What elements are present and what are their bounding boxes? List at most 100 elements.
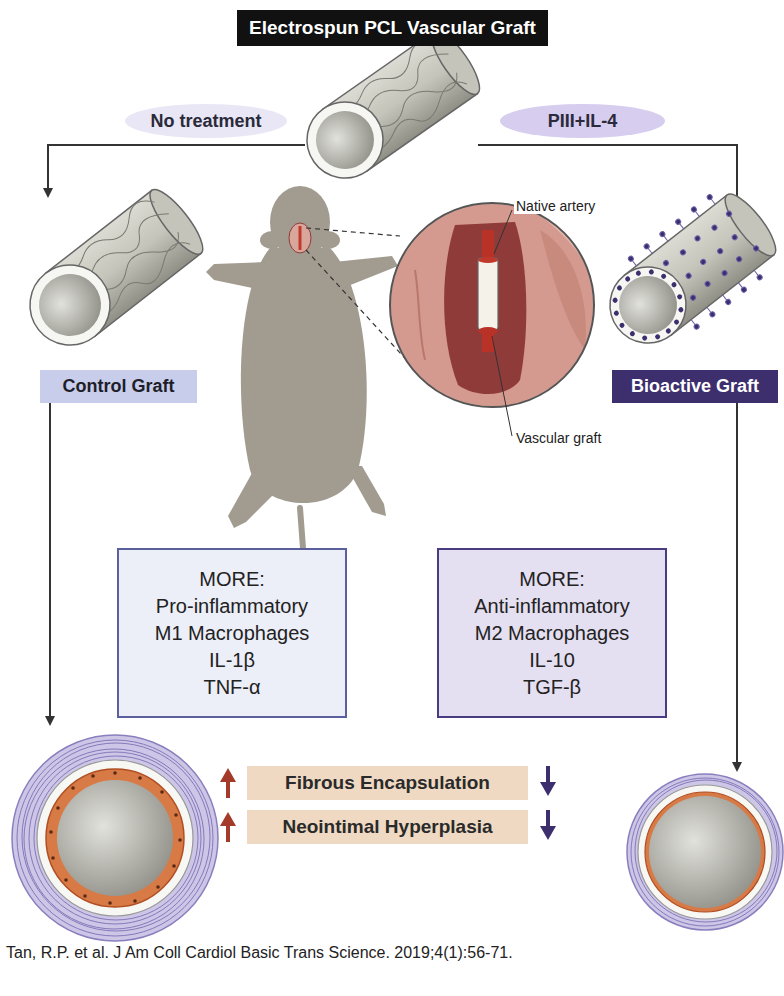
bioactive-graft-cylinder <box>677 306 684 313</box>
ellipse-fill <box>125 104 287 138</box>
mouse-figure <box>299 226 302 250</box>
box-heading: MORE: <box>199 566 265 593</box>
surgical-inset <box>478 258 498 330</box>
box-heading: MORE: <box>519 566 585 593</box>
callout-label: Vascular graft <box>514 430 603 446</box>
bioactive-graft-cylinder <box>721 270 728 277</box>
bioactive-graft-cylinder <box>676 293 683 300</box>
bioactive-graft-cylinder <box>679 249 686 256</box>
box-text: IL-1β <box>209 647 255 674</box>
surgical-inset <box>390 200 600 420</box>
leader-line <box>494 210 512 254</box>
bioactive-cross-section <box>627 774 783 930</box>
box-text: Control Graft <box>63 376 175 397</box>
effect-band: Fibrous Encapsulation <box>247 766 528 800</box>
leader-line <box>492 210 512 436</box>
outcome-box: MORE:Pro-inflammatoryM1 MacrophagesIL-1β… <box>117 548 347 718</box>
bioactive-cross-section <box>635 780 777 922</box>
bioactive-graft-cylinder <box>641 335 648 342</box>
mouse-figure <box>289 223 311 253</box>
bioactive-graft-cylinder <box>613 310 620 317</box>
bioactive-graft-cylinder <box>736 256 743 263</box>
control-cross-section <box>56 806 60 810</box>
bioactive-cross-section <box>631 778 779 926</box>
bioactive-cross-section <box>645 792 765 912</box>
graft-cylinder <box>292 25 487 193</box>
increase-arrow <box>220 768 236 782</box>
surgical-inset <box>415 270 425 360</box>
box-text: TNF-α <box>203 674 260 701</box>
flow-arrow <box>49 402 51 724</box>
decrease-arrow <box>540 826 556 840</box>
bioactive-graft-cylinder <box>659 231 666 238</box>
control-cross-section <box>57 780 173 896</box>
title-box: Electrospun PCL Vascular Graft <box>237 10 548 46</box>
box-text: IL-10 <box>529 647 575 674</box>
surgical-inset <box>390 200 600 420</box>
bioactive-graft-cylinder <box>627 255 634 262</box>
bioactive-graft-cylinder <box>756 274 763 281</box>
bioactive-cross-section <box>627 774 783 930</box>
bioactive-graft-cylinder <box>685 272 692 279</box>
control-cross-section <box>24 749 204 929</box>
control-graft-cylinder <box>26 261 113 348</box>
bioactive-graft-cylinder <box>694 235 701 242</box>
box-text: Fibrous Encapsulation <box>285 772 490 794</box>
mouse-figure <box>228 466 278 528</box>
surgical-inset <box>482 230 494 260</box>
bioactive-graft-cylinder <box>704 280 711 287</box>
increase-arrow <box>220 812 236 826</box>
callout-label: Native artery <box>514 198 597 214</box>
flow-arrow <box>48 145 305 196</box>
box-text: M2 Macrophages <box>475 620 630 647</box>
mouse-figure <box>206 262 266 290</box>
group-box: Bioactive Graft <box>612 370 778 403</box>
bioactive-graft-cylinder <box>588 179 784 368</box>
bioactive-cross-section <box>638 785 772 919</box>
leader-line <box>492 336 512 436</box>
bioactive-graft-cylinder <box>693 323 700 330</box>
control-cross-section <box>46 769 184 907</box>
graft-cylinder <box>305 100 386 181</box>
decrease-arrow <box>546 766 550 784</box>
bioactive-graft-cylinder <box>706 194 713 201</box>
decrease-arrow <box>540 782 556 796</box>
bioactive-graft-cylinder <box>624 275 631 282</box>
graft-cylinder <box>292 87 398 193</box>
bioactive-graft-cylinder <box>612 297 619 304</box>
box-text: M1 Macrophages <box>155 620 310 647</box>
bioactive-graft-cylinder <box>660 273 667 280</box>
box-text: Anti-inflammatory <box>474 593 630 620</box>
control-cross-section <box>83 894 87 898</box>
control-cross-section <box>29 752 201 924</box>
bioactive-graft-cylinder <box>598 255 698 355</box>
bioactive-graft-cylinder <box>616 284 623 291</box>
control-graft-cylinder <box>14 183 211 361</box>
control-cross-section <box>172 864 176 868</box>
treatment-label: No treatment <box>125 104 287 138</box>
bioactive-graft-cylinder <box>629 330 636 337</box>
control-cross-section <box>113 771 117 775</box>
bioactive-graft-cylinder <box>607 264 688 345</box>
mouse-figure <box>206 186 398 548</box>
bioactive-graft-cylinder <box>725 299 732 306</box>
bioactive-graft-cylinder <box>711 224 718 231</box>
group-box: Control Graft <box>40 370 197 403</box>
control-cross-section <box>138 776 142 780</box>
decrease-arrow <box>540 766 556 840</box>
bioactive-cross-section <box>631 778 779 926</box>
zoom-line <box>306 228 400 236</box>
control-cross-section <box>156 885 160 889</box>
bioactive-graft-cylinder <box>635 270 642 277</box>
ellipse-fill <box>500 104 665 138</box>
mouse-figure <box>260 231 284 249</box>
control-cross-section <box>12 735 218 941</box>
surgical-inset <box>390 200 600 420</box>
bioactive-graft-cylinder <box>670 281 677 288</box>
mouse-figure <box>300 508 303 548</box>
bioactive-graft-cylinder <box>595 252 702 359</box>
bioactive-graft-cylinder <box>648 268 655 275</box>
caption: Tan, R.P. et al. J Am Coll Cardiol Basic… <box>6 944 513 962</box>
control-cross-section <box>174 813 178 817</box>
bioactive-graft-cylinder <box>753 245 760 252</box>
